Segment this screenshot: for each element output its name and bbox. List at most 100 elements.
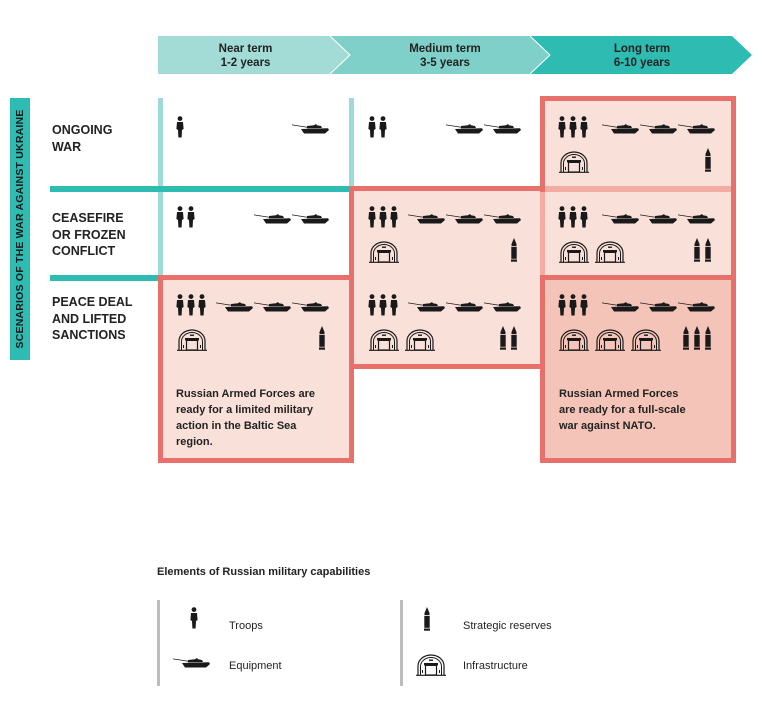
label-line: AND LIFTED [52,311,127,326]
phase-long-term-arrow [530,36,752,74]
cell-peace-deal-near-infrastructure [176,328,208,357]
border [158,275,354,280]
cell-ongoing-war-medium-troops [368,116,387,143]
cell-ceasefire-medium-troops [368,206,398,233]
cell-peace-deal-near-troops [176,294,206,321]
troops-icon [198,294,206,321]
border [540,96,736,101]
cell-ceasefire-long-infrastructure [558,240,626,269]
border [349,186,545,191]
cell-ceasefire-medium-infrastructure [368,240,400,269]
border [540,96,545,192]
strategic-reserves-icon [704,326,712,355]
phase-title: Long term [613,43,671,55]
cell-ongoing-war-long-equipment [602,122,716,140]
equipment-icon [678,212,716,230]
label-line: WAR [52,139,82,154]
grid-line [540,192,545,276]
cell-peace-deal-medium-troops [368,294,398,321]
phase-range: 1-2 years [220,57,271,69]
equipment-icon [292,300,330,318]
infrastructure-icon [368,240,400,269]
phase-medium-term-arrow [330,36,550,74]
cell-peace-deal-medium-equipment [408,300,522,318]
grid-line [349,98,354,188]
note-near-term: Russian Armed Forces are ready for a lim… [176,386,315,450]
note-line: are ready for a full-scale [559,404,686,416]
cell-fill-peace-medium [350,277,544,369]
grid-line [50,186,350,192]
infrastructure-icon [368,328,400,357]
border [540,280,545,463]
troops-icon [176,294,184,321]
troops-icon [379,206,387,233]
equipment-icon [446,122,484,140]
phase-medium-term: Medium term 3-5 years [330,36,550,74]
cell-ongoing-war-near-troops [176,116,184,143]
equipment-icon [254,212,292,230]
scenario-label-peace-deal: PEACE DEAL AND LIFTED SANCTIONS [52,294,133,344]
legend-label-equipment: Equipment [229,660,282,672]
equipment-icon [640,212,678,230]
cell-ceasefire-long-reserves [693,238,712,267]
equipment-icon [678,122,716,140]
troops-icon [558,294,566,321]
phase-title: Near term [218,43,273,55]
cell-ongoing-war-medium-equipment [446,122,522,140]
equipment-icon [602,212,640,230]
legend-divider [400,600,403,686]
cell-peace-deal-long-troops [558,294,588,321]
note-line: action in the Baltic Sea [176,420,297,432]
cell-ongoing-war-long-reserves [704,148,712,177]
troops-icon [569,116,577,143]
equipment-icon [640,300,678,318]
strategic-reserves-icon [510,326,518,355]
cell-ceasefire-near-equipment [254,212,330,230]
equipment-icon [446,212,484,230]
cell-peace-deal-long-reserves [682,326,712,355]
equipment-icon [484,300,522,318]
troops-icon [190,607,198,634]
equipment-icon [602,122,640,140]
troops-icon [390,206,398,233]
infrastructure-icon [415,653,447,682]
cell-peace-deal-near-equipment [216,300,330,318]
troops-icon [379,294,387,321]
cell-peace-deal-medium-infrastructure [368,328,436,357]
equipment-icon [216,300,254,318]
border [349,186,354,280]
troops-icon [368,116,376,143]
strategic-reserves-icon [693,326,701,355]
label-line: OR FROZEN [52,227,126,242]
legend-label-infrastructure: Infrastructure [463,660,528,672]
phase-near-term-arrow [158,36,353,74]
equipment-icon [292,122,330,140]
scenario-label-ceasefire: CEASEFIRE OR FROZEN CONFLICT [52,210,126,260]
strategic-reserves-icon [499,326,507,355]
strategic-reserves-icon [318,326,326,355]
grid-line [50,275,160,281]
cell-ceasefire-long-troops [558,206,588,233]
label-line: ONGOING [52,123,113,137]
infrastructure-icon [558,328,590,357]
scenarios-side-label: SCENARIOS OF THE WAR AGAINST UKRAINE [10,98,30,360]
cell-peace-deal-long-equipment [602,300,716,318]
strategic-reserves-icon [704,148,712,177]
strategic-reserves-icon [510,238,518,267]
cell-fill-ongoing-long [540,98,736,190]
border [158,275,163,463]
border [158,458,354,463]
troops-icon [580,116,588,143]
note-line: Russian Armed Forces [559,388,679,400]
strategic-reserves-icon [682,326,690,355]
legend-title: Elements of Russian military capabilitie… [157,566,371,578]
equipment-icon [640,122,678,140]
cell-ongoing-war-long-infrastructure [558,150,590,179]
infrastructure-icon [630,328,662,357]
cell-ongoing-war-near-equipment [292,122,330,140]
troops-icon [379,116,387,143]
note-line: ready for a limited military [176,404,313,416]
border [540,275,736,280]
phase-near-term: Near term 1-2 years [158,36,358,74]
cell-ceasefire-long-equipment [602,212,716,230]
